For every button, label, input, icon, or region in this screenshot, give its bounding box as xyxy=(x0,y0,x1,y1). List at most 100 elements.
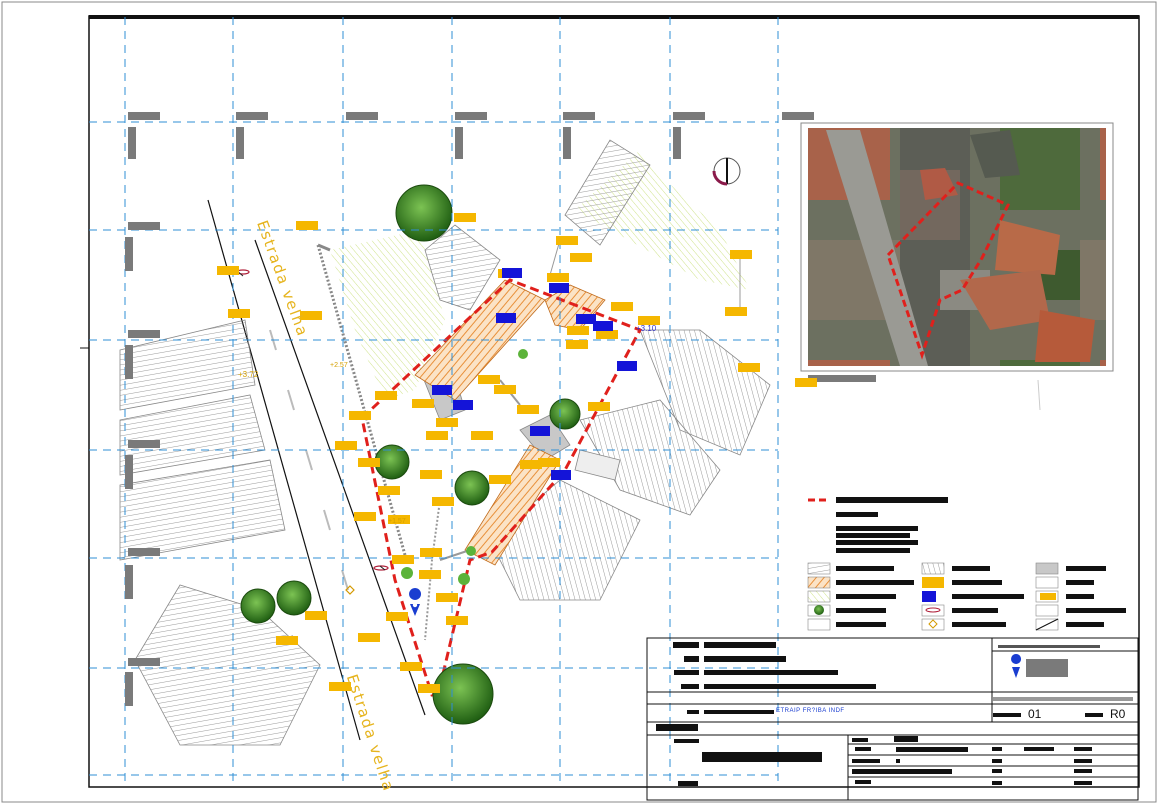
annotation-tag-yellow xyxy=(296,221,318,230)
tree-icon xyxy=(240,184,581,725)
annotation-tag-yellow xyxy=(378,486,400,495)
grid-ref-box xyxy=(673,127,681,159)
annotation-tag-yellow xyxy=(494,385,516,394)
annotation-tag-yellow xyxy=(335,441,357,450)
annotation-tag-yellow xyxy=(567,326,589,335)
grid-ref-box xyxy=(455,112,487,120)
annotation-tag-yellow xyxy=(520,460,542,469)
annotation-tag-blue xyxy=(530,426,550,436)
annotation-tag-yellow xyxy=(354,512,376,521)
annotation-tag-yellow xyxy=(738,363,760,372)
annotation-tag-yellow xyxy=(596,330,618,339)
annotation-tag-blue xyxy=(549,283,569,293)
annotation-tag-yellow xyxy=(436,418,458,427)
grid-reference-markers xyxy=(125,112,814,706)
annotation-tag-yellow xyxy=(547,273,569,282)
annotation-tag-yellow xyxy=(276,636,298,645)
annotation-tag-yellow xyxy=(489,475,511,484)
annotation-tag-yellow xyxy=(375,391,397,400)
grid-ref-box xyxy=(128,127,136,159)
grid-ref-box xyxy=(128,112,160,120)
grid-ref-box xyxy=(128,440,160,448)
annotation-tag-yellow xyxy=(478,375,500,384)
grid-ref-box xyxy=(128,548,160,556)
annotation-tags xyxy=(217,213,817,693)
annotation-tag-yellow xyxy=(570,253,592,262)
annotation-tag-yellow xyxy=(556,236,578,245)
annotation-tag-yellow xyxy=(329,682,351,691)
annotation-tag-yellow xyxy=(638,316,660,325)
annotation-tag-yellow xyxy=(471,431,493,440)
annotation-tag-yellow xyxy=(426,431,448,440)
annotation-tag-yellow xyxy=(305,611,327,620)
annotation-tag-yellow xyxy=(517,405,539,414)
annotation-tag-yellow xyxy=(795,378,817,387)
annotation-tag-yellow xyxy=(349,411,371,420)
annotation-tag-blue xyxy=(617,361,637,371)
annotation-tag-yellow xyxy=(611,302,633,311)
annotation-tag-yellow xyxy=(725,307,747,316)
grid-ref-box xyxy=(128,222,160,230)
annotation-tag-yellow xyxy=(217,266,239,275)
annotation-tag-yellow xyxy=(588,402,610,411)
annotation-tag-blue xyxy=(453,400,473,410)
grid-ref-box xyxy=(125,455,133,489)
grid-ref-box xyxy=(125,345,133,379)
elevation-label-4: +1.57 xyxy=(388,518,406,525)
annotation-tag-yellow xyxy=(419,570,441,579)
title-block-location-pin-icon xyxy=(1011,654,1022,678)
grid-ref-box xyxy=(782,112,814,120)
annotation-tag-yellow xyxy=(400,662,422,671)
annotation-tag-yellow xyxy=(388,515,410,524)
grid-ref-box xyxy=(125,672,133,706)
lot-boundary xyxy=(360,278,643,697)
drawing-code: ETRAIP FR?IBA INDF xyxy=(776,708,845,714)
grid-ref-box xyxy=(563,127,571,159)
elevation-label-3: +2.57 xyxy=(330,362,348,369)
annotation-tag-yellow xyxy=(386,612,408,621)
annotation-tag-yellow xyxy=(412,399,434,408)
annotation-tag-yellow xyxy=(300,311,322,320)
annotation-tag-yellow xyxy=(420,470,442,479)
annotation-tag-yellow xyxy=(432,497,454,506)
grid-ref-box xyxy=(563,112,595,120)
annotation-tag-yellow xyxy=(730,250,752,259)
title-block-redactions xyxy=(656,642,1133,786)
annotation-tag-yellow xyxy=(436,593,458,602)
inset-lot-boundary xyxy=(886,181,1011,360)
grid-lines xyxy=(89,17,779,787)
annotation-tag-yellow xyxy=(420,548,442,557)
annotation-tag-blue xyxy=(432,385,452,395)
annotation-tag-blue xyxy=(576,314,596,324)
legend xyxy=(807,497,1126,631)
sheet-number: 01 xyxy=(1028,707,1042,721)
grid-ref-box xyxy=(128,330,160,338)
annotation-tag-yellow xyxy=(566,340,588,349)
annotation-tag-yellow xyxy=(418,684,440,693)
annotation-tag-yellow xyxy=(228,309,250,318)
annotation-tag-yellow xyxy=(454,213,476,222)
grid-ref-box xyxy=(455,127,463,159)
grid-ref-box xyxy=(673,112,705,120)
annotation-tag-blue xyxy=(496,313,516,323)
grid-ref-box xyxy=(128,658,160,666)
grid-ref-box xyxy=(346,112,378,120)
location-pin-icon xyxy=(409,588,422,616)
elevation-label-1: +3.10 xyxy=(636,324,657,333)
site-details xyxy=(424,239,1041,641)
grid-ref-box xyxy=(236,112,268,120)
elevation-label-2: +3.72 xyxy=(238,370,259,379)
annotation-tag-yellow xyxy=(358,633,380,642)
grid-ref-box xyxy=(125,237,133,271)
road xyxy=(207,199,426,741)
revision-label: R0 xyxy=(1110,707,1126,721)
annotation-tag-blue xyxy=(551,470,571,480)
annotation-tag-blue xyxy=(502,268,522,278)
title-block xyxy=(646,637,1139,801)
grid-ref-box xyxy=(236,127,244,159)
annotation-tag-yellow xyxy=(358,458,380,467)
aerial-photo-inset xyxy=(800,122,1114,372)
north-arrow-icon xyxy=(712,157,741,186)
